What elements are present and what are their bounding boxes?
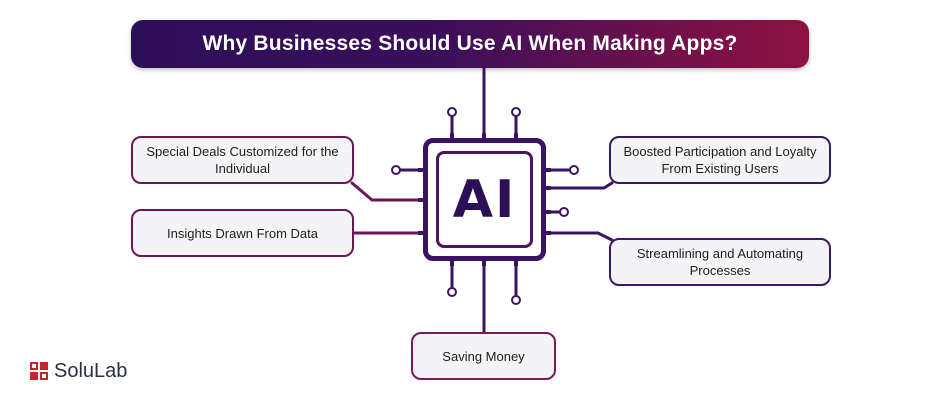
solulab-logo: SoluLab — [30, 358, 127, 384]
benefit-streamlining-text: Streamlining and Automating Processes — [636, 246, 804, 278]
benefit-participation-text: Boosted Participation and Loyalty From E… — [623, 144, 817, 176]
benefit-saving-money: Saving Money — [411, 332, 556, 380]
page-title: Why Businesses Should Use AI When Making… — [202, 32, 738, 55]
connector-participation — [544, 181, 614, 190]
benefit-participation: Boosted Participation and Loyalty From E… — [609, 136, 831, 184]
benefit-saving-money-text: Saving Money — [442, 348, 525, 364]
pin-dot — [511, 295, 521, 305]
pin-dot — [569, 165, 579, 175]
pin-dot — [447, 107, 457, 117]
benefit-special-deals: Special Deals Customized for the Individ… — [131, 136, 354, 184]
connector-streamlining — [544, 231, 614, 242]
connector-special-deals — [350, 181, 425, 202]
benefit-streamlining: Streamlining and Automating Processes — [609, 238, 831, 286]
pin-dot — [391, 165, 401, 175]
pin-dot — [511, 107, 521, 117]
solulab-logo-icon — [30, 362, 48, 380]
ai-chip: AI — [436, 151, 533, 248]
benefit-insights: Insights Drawn From Data — [131, 209, 354, 257]
pin-dot — [559, 207, 569, 217]
benefit-special-deals-text: Special Deals Customized for the Individ… — [146, 144, 339, 176]
benefit-insights-text: Insights Drawn From Data — [167, 225, 318, 241]
ai-chip-label: AI — [452, 169, 517, 230]
title-banner: Why Businesses Should Use AI When Making… — [131, 20, 809, 68]
solulab-logo-text: SoluLab — [54, 359, 128, 382]
pin-dot — [447, 287, 457, 297]
